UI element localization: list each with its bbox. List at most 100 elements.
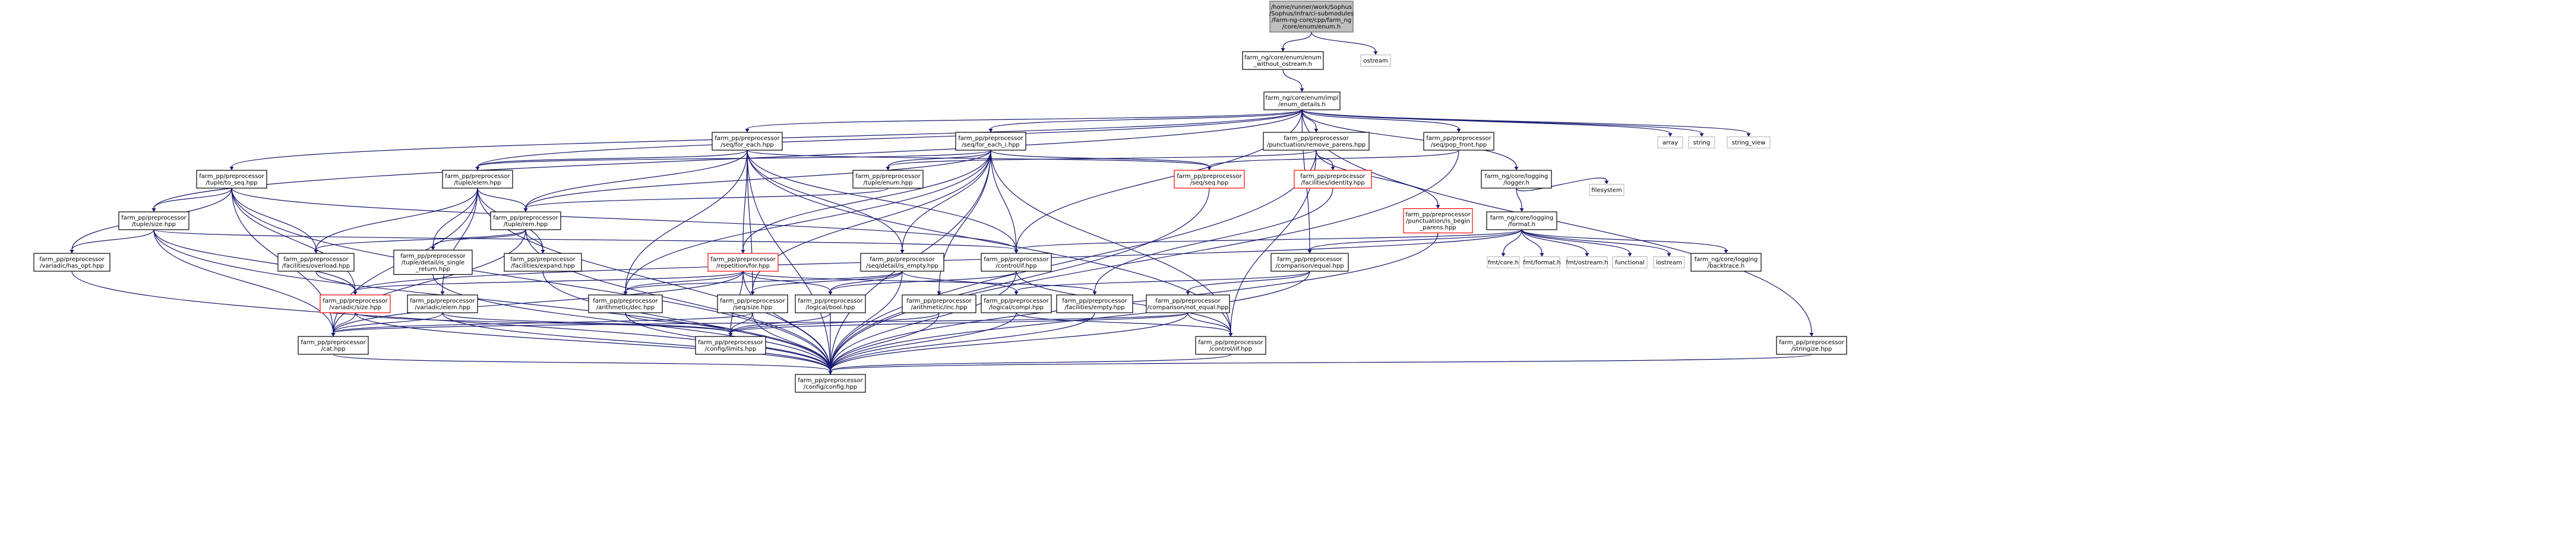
edge-arrowhead-logging_format-to-comparison_equal: [1307, 250, 1312, 253]
node-box-logical_bool: [795, 294, 866, 313]
edge-tuple_size-to-cat: [153, 229, 334, 334]
node-cat[interactable]: farm_pp/preprocessor/cat.hpp: [298, 336, 369, 355]
node-label-config_limits-line-1: /config/limits.hpp: [705, 346, 757, 353]
node-box-functional: [1612, 256, 1648, 269]
node-control_if[interactable]: farm_pp/preprocessor/control/if.hpp: [981, 253, 1052, 272]
edge-arrowhead-tuple_enum-to-tuple_rem: [523, 208, 528, 212]
node-box-has_opt: [33, 253, 110, 272]
edge-tuple_elem-to-overload: [315, 188, 478, 250]
node-label-functional-line-0: functional: [1615, 260, 1645, 266]
node-is_single_return[interactable]: farm_pp/preprocessor/tuple/detail/is_sin…: [393, 249, 473, 275]
node-overload[interactable]: farm_pp/preprocessor/facilities/overload…: [277, 253, 355, 272]
node-enum_without_ostream[interactable]: farm_ng/core/enum/enum_without_ostream.h: [1242, 51, 1324, 70]
node-arithmetic_inc[interactable]: farm_pp/preprocessor/arithmetic/inc.hpp: [902, 294, 976, 313]
node-seq_size[interactable]: farm_pp/preprocessor/seq/size.hpp: [717, 294, 788, 313]
node-facilities_empty[interactable]: farm_pp/preprocessor/facilities/empty.hp…: [1056, 294, 1133, 313]
node-seq_is_empty[interactable]: farm_pp/preprocessor/seq/detail/is_empty…: [860, 253, 944, 272]
node-logical_bool[interactable]: farm_pp/preprocessor/logical/bool.hpp: [795, 294, 866, 313]
edge-tuple_size-to-control_if: [153, 229, 1017, 250]
node-label-not_equal-line-0: farm_pp/preprocessor: [1155, 298, 1221, 304]
node-variadic_elem[interactable]: farm_pp/preprocessor/variadic/elem.hpp: [407, 294, 478, 313]
edge-seq_for_each_i-to-tuple_rem: [525, 150, 991, 209]
edge-arrowhead-remove_parens-to-is_begin_parens: [1436, 205, 1440, 209]
node-is_begin_parens[interactable]: farm_pp/preprocessor/punctuation/is_begi…: [1403, 208, 1473, 234]
node-label-control_if-line-1: /control/if.hpp: [995, 263, 1036, 269]
node-variadic_size[interactable]: farm_pp/preprocessor/variadic/size.hpp: [320, 294, 391, 313]
node-box-tuple_elem: [442, 170, 513, 189]
node-label-not_equal-line-1: /comparison/not_equal.hpp: [1148, 304, 1228, 311]
edge-arrowhead-seq_for_each_i-to-tuple_elem: [475, 167, 480, 170]
node-label-stringize-line-1: /stringize.hpp: [1791, 346, 1832, 353]
node-label-seq_is_empty-line-1: /seq/detail/is_empty.hpp: [866, 263, 938, 269]
edge-control_if-to-logical_bool: [830, 271, 1017, 292]
node-label-control_if-line-0: farm_pp/preprocessor: [984, 256, 1049, 263]
node-seq_for_each_i[interactable]: farm_pp/preprocessor/seq/for_each_i.hpp: [955, 132, 1026, 151]
node-box-not_equal: [1146, 294, 1230, 313]
node-box-tuple_rem: [490, 211, 561, 230]
node-label-seq_for_each_i-line-1: /seq/for_each_i.hpp: [962, 142, 1019, 148]
edge-tuple_rem-to-is_single_return: [432, 229, 526, 247]
edge-seq_for_each-to-tuple_elem: [477, 150, 748, 167]
node-seq_for_each[interactable]: farm_pp/preprocessor/seq/for_each.hpp: [712, 132, 783, 151]
node-seq_seq[interactable]: farm_pp/preprocessor/seq/seq.hpp: [1174, 170, 1245, 189]
edge-arrowhead-enum_details-to-seq_pop_front: [1456, 129, 1461, 132]
node-has_opt[interactable]: farm_pp/preprocessor/variadic/has_opt.hp…: [33, 253, 110, 272]
node-tuple_rem[interactable]: farm_pp/preprocessor/tuple/rem.hpp: [490, 211, 561, 230]
node-backtrace[interactable]: farm_ng/core/logging/backtrace.h: [1690, 253, 1762, 272]
edge-arithmetic_dec-to-config_limits: [625, 312, 731, 334]
edge-arrowhead-logging_format-to-fmt_ostream: [1585, 253, 1589, 257]
edge-seq_for_each-to-seq_is_empty: [747, 150, 903, 250]
node-label-control_iif-line-0: farm_pp/preprocessor: [1198, 339, 1263, 346]
node-control_iif[interactable]: farm_pp/preprocessor/control/iif.hpp: [1195, 336, 1266, 355]
node-repetition_for[interactable]: farm_pp/preprocessor/repetition/for.hpp: [707, 253, 779, 272]
node-facilities_identity[interactable]: farm_pp/preprocessor/facilities/identity…: [1294, 170, 1372, 189]
edge-cat-to-config_config: [333, 354, 831, 371]
node-tuple_size[interactable]: farm_pp/preprocessor/tuple/size.hpp: [118, 211, 189, 230]
node-box-logical_compl: [981, 294, 1052, 313]
node-label-config_config-line-1: /config/config.hpp: [804, 384, 857, 390]
node-label-tuple_size-line-0: farm_pp/preprocessor: [121, 215, 187, 221]
node-tuple_enum[interactable]: farm_pp/preprocessor/tuple/enum.hpp: [852, 170, 924, 189]
node-label-seq_size-line-0: farm_pp/preprocessor: [720, 298, 785, 304]
node-logical_compl[interactable]: farm_pp/preprocessor/logical/compl.hpp: [981, 294, 1052, 313]
node-label-tuple_rem-line-0: farm_pp/preprocessor: [493, 215, 558, 221]
node-label-root-line-1: /Sophus/infra/ci-submodules: [1269, 11, 1354, 17]
node-logger[interactable]: farm_ng/core/logging/logger.h: [1481, 170, 1552, 189]
node-label-enum_details-line-0: farm_ng/core/enum/impl: [1266, 95, 1339, 101]
node-comparison_equal[interactable]: farm_pp/preprocessor/comparison/equal.hp…: [1270, 253, 1349, 272]
node-config_limits[interactable]: farm_pp/preprocessor/config/limits.hpp: [695, 336, 766, 355]
edge-enum_details-to-seq_for_each: [747, 109, 1303, 129]
node-label-iostream-line-0: iostream: [1656, 260, 1682, 266]
node-tuple_to_seq[interactable]: farm_pp/preprocessor/tuple/to_seq.hpp: [196, 170, 267, 189]
node-enum_details[interactable]: farm_ng/core/enum/impl/enum_details.h: [1263, 91, 1341, 110]
edge-tuple_rem-to-cat: [333, 229, 526, 334]
node-label-string_view-line-0: string_view: [1732, 140, 1766, 147]
edge-arrowhead-enum_details-to-array: [1668, 133, 1673, 137]
edge-seq_is_empty-to-arithmetic_dec: [625, 271, 903, 292]
node-config_config[interactable]: farm_pp/preprocessor/config/config.hpp: [795, 374, 866, 393]
node-expand[interactable]: farm_pp/preprocessor/facilities/expand.h…: [504, 253, 582, 272]
node-string_view: string_view: [1727, 136, 1771, 149]
node-logging_format[interactable]: farm_ng/core/logging/format.h: [1486, 211, 1557, 230]
edge-arrowhead-root-to-enum_without_ostream: [1281, 48, 1285, 52]
node-label-tuple_elem-line-1: /tuple/elem.hpp: [454, 180, 501, 186]
node-not_equal[interactable]: farm_pp/preprocessor/comparison/not_equa…: [1146, 294, 1230, 313]
edge-arrowhead-repetition_for-to-variadic_size: [353, 291, 358, 295]
edge-arrowhead-seq_for_each_i-to-arithmetic_inc: [937, 291, 941, 295]
node-stringize[interactable]: farm_pp/preprocessor/stringize.hpp: [1776, 336, 1847, 355]
edge-variadic_size-to-config_config: [355, 312, 831, 371]
node-box-repetition_for: [707, 253, 779, 272]
node-box-control_iif: [1195, 336, 1266, 355]
edge-seq_is_empty-to-config_config: [830, 271, 903, 371]
node-remove_parens[interactable]: farm_pp/preprocessor/punctuation/remove_…: [1263, 132, 1370, 151]
node-seq_pop_front[interactable]: farm_pp/preprocessor/seq/pop_front.hpp: [1423, 132, 1494, 151]
node-label-facilities_identity-line-1: /facilities/identity.hpp: [1301, 180, 1364, 186]
edge-arrowhead-logging_format-to-control_if: [1014, 250, 1019, 253]
edge-comparison_equal-to-logical_compl: [1016, 271, 1310, 292]
edge-repetition_for-to-config_config: [742, 271, 831, 371]
edge-tuple_to_seq-to-config_config: [231, 188, 831, 371]
node-arithmetic_dec[interactable]: farm_pp/preprocessor/arithmetic/dec.hpp: [588, 294, 663, 313]
node-label-logical_compl-line-1: /logical/compl.hpp: [989, 304, 1044, 311]
node-tuple_elem[interactable]: farm_pp/preprocessor/tuple/elem.hpp: [442, 170, 513, 189]
edge-arrowhead-root-to-ostream: [1373, 51, 1378, 55]
